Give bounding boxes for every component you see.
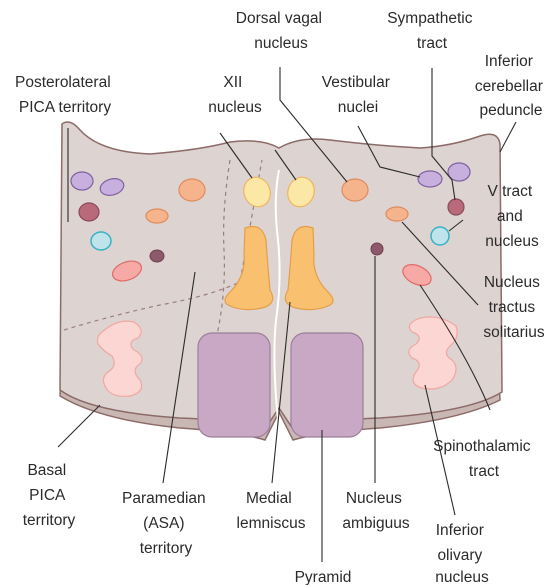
label-posterolateral-pica: Posterolateral PICA territory bbox=[15, 74, 115, 116]
label-inferior-olivary-nucleus: Inferior olivary nucleus bbox=[435, 522, 489, 585]
label-sympathetic-tract: Sympathetic tract bbox=[387, 10, 477, 52]
label-vestibular-nuclei: Vestibular nuclei bbox=[322, 74, 394, 116]
left-vestibular-nucleus-1 bbox=[71, 172, 93, 190]
right-dorsal-vagal-nucleus bbox=[342, 179, 368, 201]
leader-basal-pica bbox=[58, 405, 100, 447]
label-paramedian-asa-territory: Paramedian (ASA) territory bbox=[122, 490, 210, 557]
left-nts bbox=[146, 209, 168, 223]
right-v-tract bbox=[431, 227, 449, 245]
left-v-tract bbox=[91, 232, 111, 250]
right-vestibular-nucleus-1 bbox=[418, 171, 442, 187]
label-xii-nucleus: XII nucleus bbox=[208, 74, 262, 116]
right-vestibular-nucleus-2 bbox=[448, 163, 470, 181]
leader-inferior-cerebellar bbox=[500, 122, 516, 152]
left-dorsal-vagal-nucleus bbox=[179, 179, 205, 201]
right-sympathetic-tract bbox=[448, 199, 464, 215]
left-sympathetic-tract bbox=[79, 203, 99, 221]
right-nucleus-ambiguus bbox=[371, 243, 383, 255]
label-inferior-cerebellar-peduncle: Inferior cerebellar peduncle bbox=[475, 53, 547, 119]
left-nucleus-ambiguus bbox=[150, 250, 164, 262]
right-nts bbox=[386, 207, 408, 221]
right-pyramid bbox=[291, 333, 363, 437]
label-dorsal-vagal-nucleus: Dorsal vagal nucleus bbox=[236, 10, 326, 52]
left-pyramid bbox=[198, 333, 270, 437]
label-spinothalamic-tract: Spinothalamic tract bbox=[433, 438, 535, 480]
label-nucleus-tractus-solitarius: Nucleus tractus solitarius bbox=[483, 274, 544, 341]
label-nucleus-ambiguus: Nucleus ambiguus bbox=[342, 490, 409, 532]
label-pyramid: Pyramid bbox=[295, 569, 352, 585]
label-basal-pica-territory: Basal PICA territory bbox=[23, 462, 76, 529]
label-medial-lemniscus: Medial lemniscus bbox=[237, 490, 306, 532]
